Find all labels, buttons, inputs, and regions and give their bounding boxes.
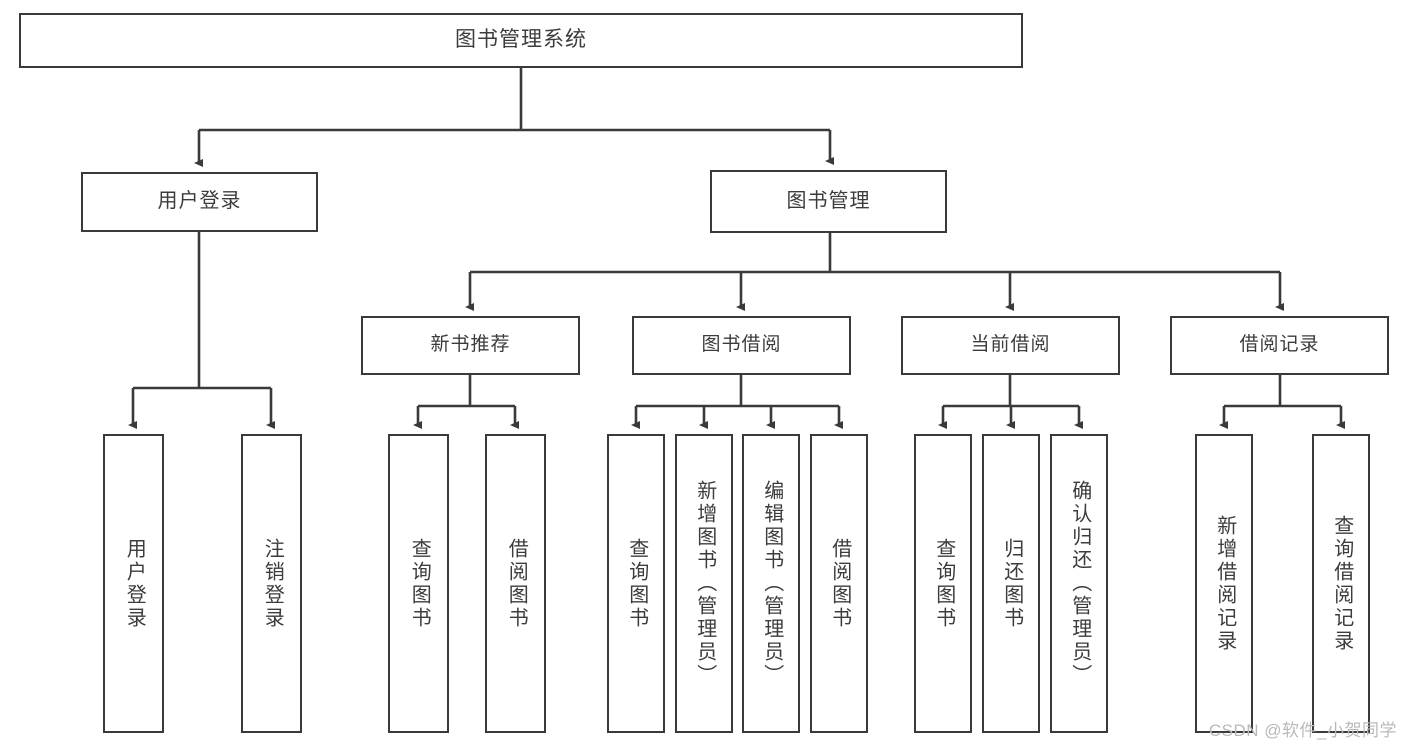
leaf-node[interactable]: 注销登录 [241, 434, 302, 733]
node-book-management[interactable]: 图书管理 [710, 170, 947, 233]
node-current-borrow-label: 当前借阅 [970, 334, 1051, 356]
leaf-node-label: 新增图书（管理员） [693, 480, 716, 687]
leaf-node[interactable]: 新增借阅记录 [1195, 434, 1253, 733]
leaf-node[interactable]: 归还图书 [982, 434, 1040, 733]
leaf-node[interactable]: 查询图书 [607, 434, 665, 733]
node-user-login[interactable]: 用户登录 [81, 172, 318, 232]
node-book-borrow[interactable]: 图书借阅 [632, 316, 851, 375]
leaf-node[interactable]: 借阅图书 [810, 434, 868, 733]
leaf-node[interactable]: 新增图书（管理员） [675, 434, 733, 733]
node-root[interactable]: 图书管理系统 [19, 13, 1023, 68]
leaf-node-label: 编辑图书（管理员） [760, 480, 783, 687]
leaf-node[interactable]: 编辑图书（管理员） [742, 434, 800, 733]
leaf-node-label: 查询图书 [932, 537, 955, 630]
leaf-node[interactable]: 确认归还（管理员） [1050, 434, 1108, 733]
leaf-node-label: 查询借阅记录 [1330, 514, 1353, 653]
leaf-node[interactable]: 借阅图书 [485, 434, 546, 733]
node-book-borrow-label: 图书借阅 [701, 334, 782, 356]
node-current-borrow[interactable]: 当前借阅 [901, 316, 1120, 375]
leaf-node-label: 归还图书 [1000, 537, 1023, 630]
node-new-book-recommend[interactable]: 新书推荐 [361, 316, 580, 375]
node-borrow-records-label: 借阅记录 [1239, 334, 1320, 356]
leaf-node-label: 注销登录 [261, 537, 284, 630]
leaf-node[interactable]: 用户登录 [103, 434, 164, 733]
leaf-node-label: 借阅图书 [505, 537, 528, 630]
leaf-node-label: 用户登录 [123, 537, 146, 630]
leaf-node-label: 查询图书 [408, 537, 431, 630]
leaf-node-label: 借阅图书 [828, 537, 851, 630]
leaf-node-label: 新增借阅记录 [1213, 514, 1236, 653]
node-new-book-recommend-label: 新书推荐 [430, 334, 511, 356]
csdn-watermark: CSDN @软件_小贺同学 [1208, 721, 1397, 740]
node-user-login-label: 用户登录 [157, 190, 242, 213]
leaf-node[interactable]: 查询图书 [914, 434, 972, 733]
leaf-node-label: 确认归还（管理员） [1068, 480, 1091, 687]
leaf-node-label: 查询图书 [625, 537, 648, 630]
node-borrow-records[interactable]: 借阅记录 [1170, 316, 1389, 375]
node-book-management-label: 图书管理 [786, 189, 871, 212]
node-root-label: 图书管理系统 [455, 28, 587, 52]
leaf-node[interactable]: 查询借阅记录 [1312, 434, 1370, 733]
leaf-node[interactable]: 查询图书 [388, 434, 449, 733]
